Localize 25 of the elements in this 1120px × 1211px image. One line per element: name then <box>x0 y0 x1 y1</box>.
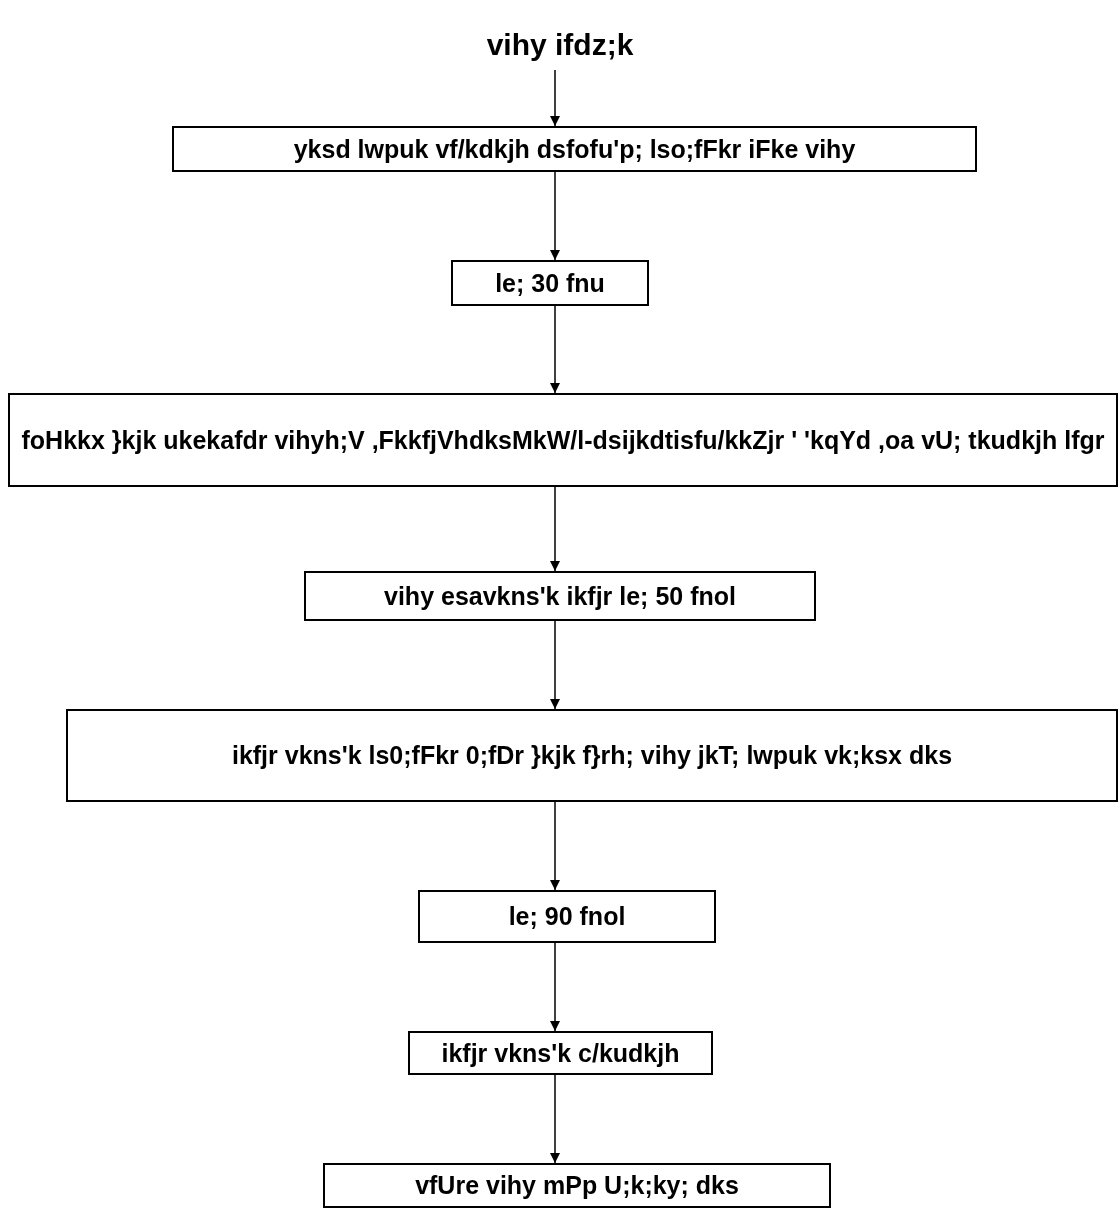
step-text: vfUre vihy mPp U;k;ky; dks <box>415 1171 739 1200</box>
process-box <box>8 393 1118 487</box>
process-box <box>451 260 649 306</box>
arrow <box>550 1074 560 1164</box>
step-text: le; 30 fnu <box>495 268 605 298</box>
process-box <box>304 571 816 621</box>
process-box <box>408 1031 713 1075</box>
arrow <box>550 305 560 394</box>
step-text: le; 90 fnol <box>508 902 626 931</box>
step-text: yksd lwpuk vf/kdkjh dsfofu'p; lso;fFkr iFke vihy <box>293 134 856 164</box>
step-text: ikfjr vkns'k c/kudkjh <box>441 1038 680 1068</box>
arrow <box>550 620 560 710</box>
process-box <box>418 890 716 943</box>
process-box <box>66 709 1118 802</box>
arrow <box>550 69 560 127</box>
step-text: ikfjr vkns'k ls0;fFkr 0;fDr }kjk f}rh; vihy jkT; lwpuk vk;ksx dks <box>231 741 953 770</box>
process-box <box>172 126 977 172</box>
arrow <box>550 801 560 891</box>
arrow <box>550 942 560 1032</box>
process-box <box>323 1163 831 1208</box>
step-text: vihy esavkns'k ikfjr le; 50 fnol <box>384 581 736 611</box>
title-text: vihy ifdz;k <box>380 20 740 70</box>
step-text: foHkkx }kjk ukekafdr vihyh;V ,FkkfjVhdksMkW/l-dsijkdtisfu/kkZjr ' 'kqYd ,oa vU; tkudkjh lfgr <box>21 425 1105 455</box>
arrow <box>550 486 560 572</box>
arrow <box>550 171 560 261</box>
